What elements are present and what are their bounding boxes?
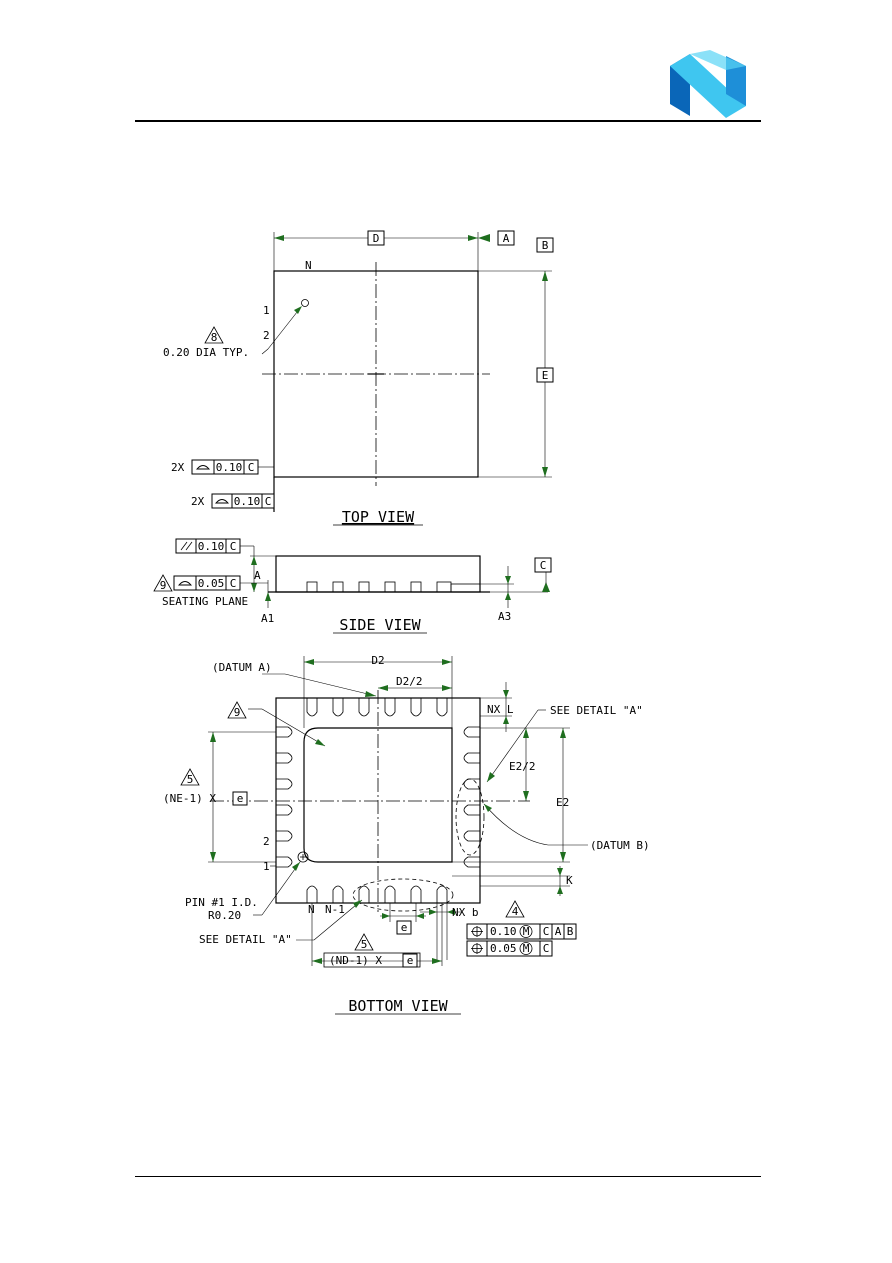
flat1-datum: C [248, 461, 255, 474]
bottom-top-leads [306, 698, 448, 717]
ne-label: (NE-1) X [163, 792, 216, 805]
bottom-note-9-label: 9 [234, 706, 241, 719]
datum-a-label: A [503, 232, 510, 245]
logo-top-face [690, 50, 746, 70]
top-view-title: TOP VIEW [342, 508, 415, 526]
side-view: A A1 A3 C 0.10 C 9 0.05 C [153, 538, 552, 634]
side-flat-value: 0.05 [198, 577, 225, 590]
logo-diagonal [670, 54, 746, 118]
dim-nx-b: NX b [452, 906, 479, 919]
see-detail-a-bottom: SEE DETAIL "A" [199, 933, 292, 946]
datum-b-label: B [542, 239, 549, 252]
nd-e-box: e [407, 954, 414, 967]
pin1-id-marker [297, 851, 309, 863]
note-5a-label: 5 [187, 773, 194, 786]
note-4-label: 4 [512, 905, 519, 918]
pos2-value: 0.05 [490, 942, 517, 955]
pos1-value: 0.10 [490, 925, 517, 938]
position-frame-2: 0.05 M C [466, 940, 553, 957]
detail-a-right [455, 778, 485, 856]
bottom-pin-2: 2 [263, 835, 270, 848]
top-pin-1: 1 [263, 304, 270, 317]
dim-d2: D2 [371, 654, 384, 667]
ne-e-box: e [237, 792, 244, 805]
dim-nx-l: NX L [487, 703, 514, 716]
dim-a3: A3 [498, 610, 511, 623]
position-frame-1: 0.10 M C A B [466, 923, 577, 940]
dim-a1: A1 [261, 612, 274, 625]
note-5a-triangle [180, 768, 200, 786]
bottom-bottom-leads [306, 885, 448, 903]
note-9-triangle [153, 574, 173, 592]
dim-e2: E2 [556, 796, 569, 809]
pos1-d3: B [567, 925, 574, 938]
side-leads [306, 581, 481, 593]
datum-b-label-bottom: (DATUM B) [590, 839, 650, 852]
flat2-count: 2X [191, 495, 205, 508]
flat2-datum: C [265, 495, 272, 508]
parallel-datum: C [230, 540, 237, 553]
note-9-label: 9 [160, 579, 167, 592]
seating-plane: SEATING PLANE [162, 595, 248, 608]
exposed-pad [303, 727, 453, 863]
dim-e2-half: E2/2 [509, 760, 536, 773]
note-5b-label: 5 [361, 938, 368, 951]
note-8-label: 8 [211, 331, 218, 344]
bottom-right-leads [463, 726, 480, 868]
flat2-value: 0.10 [234, 495, 261, 508]
pos2-m: M [523, 942, 530, 955]
parallel-value: 0.10 [198, 540, 225, 553]
bottom-view-title: BOTTOM VIEW [348, 997, 448, 1015]
datum-a-label-bottom: (DATUM A) [212, 661, 272, 674]
pin-id-label: PIN #1 I.D. [185, 896, 258, 909]
note-5b-triangle [354, 933, 374, 951]
bottom-pin-n: N [308, 903, 315, 916]
pos1-m: M [523, 925, 530, 938]
dim-d2-half: D2/2 [396, 675, 423, 688]
dim-k: K [566, 874, 573, 887]
company-logo [670, 50, 746, 118]
side-flat-datum: C [230, 577, 237, 590]
flat1-count: 2X [171, 461, 185, 474]
detail-a-bottom [352, 878, 454, 912]
bottom-pin-n1: N-1 [325, 903, 345, 916]
bottom-left-leads [276, 726, 293, 868]
flat1-value: 0.10 [216, 461, 243, 474]
top-pin-n: N [305, 259, 312, 272]
note-8-triangle [204, 326, 224, 344]
dim-d-label: D [373, 232, 380, 245]
pos2-d1: C [543, 942, 550, 955]
bottom-note-9-triangle [227, 701, 247, 719]
pitch-e-box: e [401, 921, 408, 934]
pos1-d2: A [555, 925, 562, 938]
note-4-triangle [505, 900, 525, 918]
dim-a: A [254, 569, 261, 582]
bottom-pin-1: 1 [263, 860, 270, 873]
top-pin-2: 2 [263, 329, 270, 342]
nd-label: (ND-1) X [329, 954, 382, 967]
pin-radius-label: R0.20 [208, 909, 241, 922]
footer-rule [135, 1176, 761, 1177]
side-view-title: SIDE VIEW [339, 616, 421, 634]
datum-c: C [540, 559, 547, 572]
header-rule [135, 120, 761, 122]
bottom-view: D2 D2/2 (DATUM A) NX L SEE DETAIL "A" E2… [163, 654, 650, 1015]
top-view: D A E B N 1 2 8 0.20 DIA TYP. 2X 0.10 C [163, 230, 554, 526]
pos1-d1: C [543, 925, 550, 938]
pin1-marker [301, 299, 309, 307]
dim-e-label: E [542, 369, 549, 382]
see-detail-a-top: SEE DETAIL "A" [550, 704, 643, 717]
dia-note: 0.20 DIA TYP. [163, 346, 249, 359]
